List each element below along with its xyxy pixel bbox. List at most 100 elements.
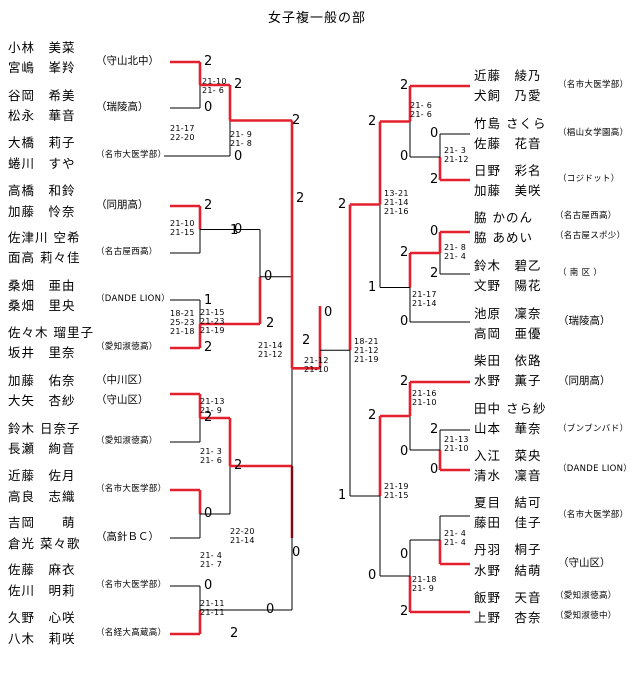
- result-number: 2: [400, 78, 409, 93]
- player-name: 高岡 亜優: [474, 326, 542, 341]
- player-name: 佐津川 空希: [8, 230, 81, 245]
- score-label: 21-14: [412, 299, 437, 308]
- player-name: 佐々木 瑠里子: [8, 325, 94, 340]
- player-name: 加藤 怜奈: [8, 204, 76, 219]
- result-number: 0: [430, 126, 439, 141]
- result-number: 0: [368, 568, 377, 583]
- score-label: 21- 6: [200, 456, 223, 465]
- team-name: （名市大医学部）: [558, 80, 629, 90]
- score-label: 18-21: [354, 337, 379, 346]
- score-label: 21-14: [258, 341, 283, 350]
- player-name: 大矢 杏紗: [8, 393, 76, 408]
- result-number: 0: [234, 149, 243, 164]
- player-name: 高橋 和鈴: [8, 183, 76, 198]
- result-number: 2: [400, 245, 409, 260]
- score-label: 21-19: [200, 326, 225, 335]
- player-name: 佐藤 麻衣: [8, 562, 76, 577]
- result-number: 0: [204, 506, 213, 521]
- result-number: 0: [400, 314, 409, 329]
- player-name: 清水 凜音: [474, 468, 542, 483]
- player-name: 水野 結萌: [474, 563, 542, 578]
- player-name: 藤田 佳子: [474, 515, 542, 530]
- score-label: 21-17: [170, 124, 195, 133]
- result-number: 2: [296, 190, 305, 206]
- score-label: 21- 9: [230, 129, 253, 139]
- team-name: （愛知淑徳高）: [555, 591, 617, 601]
- score-label: 21- 8: [230, 138, 253, 148]
- player-name: 柴田 依路: [474, 353, 542, 368]
- result-number: 0: [204, 578, 213, 593]
- score-label: 21-19: [384, 482, 409, 491]
- player-name: 桑畑 亜由: [8, 278, 76, 293]
- result-number: 2: [234, 458, 243, 473]
- score-label: 21-19: [354, 355, 379, 364]
- score-label: 21-10: [304, 365, 329, 374]
- result-number: 1: [338, 488, 347, 503]
- result-number: 2: [266, 316, 275, 331]
- result-number: 2: [430, 422, 439, 437]
- team-name: （名古屋スポ少）: [555, 231, 626, 241]
- score-label: 21-16: [384, 207, 409, 216]
- result-number: 0: [234, 221, 243, 237]
- score-label: 13-21: [384, 189, 409, 198]
- player-name: 文野 陽花: [474, 278, 542, 293]
- player-name: 倉光 菜々歌: [8, 536, 81, 551]
- team-name: （守山区）: [558, 557, 611, 569]
- score-label: 21-14: [384, 198, 409, 207]
- player-name: 夏目 結可: [474, 495, 542, 510]
- result-number: 0: [266, 602, 275, 617]
- result-number: 2: [400, 374, 409, 389]
- result-number: 0: [264, 268, 273, 284]
- team-name: （名古屋西高）: [555, 211, 617, 221]
- player-name: 水野 薫子: [474, 373, 542, 388]
- page-title: 女子複一般の部: [268, 11, 367, 26]
- player-name: 桑畑 里央: [8, 298, 76, 313]
- team-name: （名市大医学部）: [558, 510, 629, 520]
- player-name: 宮嶋 峯羚: [8, 60, 76, 75]
- player-name: 加藤 美咲: [474, 183, 542, 198]
- player-name: 池原 凜奈: [474, 306, 542, 321]
- team-name: （愛知淑徳高）: [96, 342, 158, 352]
- score-label: 25-23: [170, 318, 195, 327]
- player-name: 久野 心咲: [8, 610, 76, 625]
- score-label: 21-12: [304, 356, 329, 365]
- result-number: 2: [204, 54, 213, 69]
- player-name: 松永 華音: [8, 108, 76, 123]
- team-name: （名市大医学部）: [96, 580, 167, 590]
- result-number: 2: [230, 626, 239, 641]
- team-name: （名市大医学部）: [96, 150, 167, 160]
- team-name: （同朋高）: [96, 199, 149, 211]
- score-label: 21-15: [170, 228, 195, 237]
- team-name: （守山北中）: [96, 55, 159, 67]
- player-name: 坂井 里奈: [8, 345, 76, 360]
- result-number: 0: [292, 545, 301, 560]
- score-label: 21-23: [200, 317, 225, 326]
- team-name: （瑞陵高）: [558, 315, 611, 327]
- player-name: 長瀬 絢音: [8, 441, 76, 456]
- result-number: 2: [234, 77, 243, 92]
- score-label: 21-17: [412, 290, 437, 299]
- score-label: 21-10: [170, 219, 195, 228]
- player-name: 高良 志織: [8, 489, 76, 504]
- result-number: 0: [324, 305, 333, 320]
- player-name: 近藤 綾乃: [474, 68, 542, 83]
- score-label: 21-15: [384, 491, 409, 500]
- result-number: 2: [368, 113, 377, 129]
- score-label: 21-18: [412, 575, 437, 584]
- team-name: （同朋高）: [558, 375, 611, 387]
- player-name: 鈴木 日奈子: [8, 421, 81, 436]
- player-name: 蜷川 すや: [8, 156, 76, 171]
- result-number: 0: [430, 224, 439, 239]
- team-name: （コジドット）: [558, 174, 620, 184]
- result-number: 2: [430, 266, 439, 281]
- result-number: 2: [302, 333, 311, 348]
- score-label: 21-14: [230, 536, 255, 545]
- player-name: 脇 あめい: [474, 230, 533, 245]
- result-number: 2: [400, 604, 409, 619]
- score-label: 21- 6: [202, 86, 225, 95]
- player-name: 日野 彩名: [474, 163, 542, 178]
- player-name: 吉岡 萌: [8, 515, 76, 530]
- player-name: 丹羽 桐子: [474, 542, 542, 557]
- score-label: 21-12: [444, 155, 469, 164]
- player-name: 脇 かのん: [474, 210, 533, 225]
